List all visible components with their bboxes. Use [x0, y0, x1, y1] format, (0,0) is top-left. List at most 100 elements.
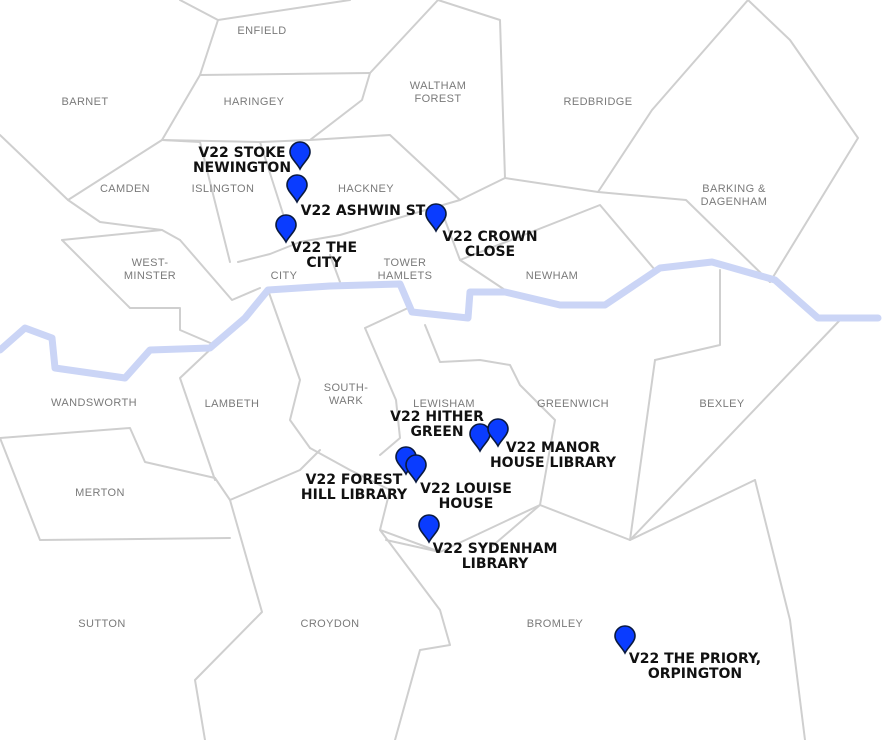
borough-label-line: HAMLETS	[378, 270, 433, 282]
borough-label-line: ENFIELD	[237, 25, 286, 37]
borough-label-line: WEST-	[132, 257, 169, 269]
borough-label-barking-dagenham: BARKING &DAGENHAM	[701, 183, 768, 208]
borough-label-line: MERTON	[75, 487, 125, 499]
venue-the-priory-orpington[interactable]: V22 THE PRIORY,ORPINGTON	[614, 625, 761, 682]
venue-label-line: CITY	[306, 255, 342, 271]
venue-label-line: ORPINGTON	[648, 666, 742, 682]
map-pin-icon[interactable]	[275, 214, 297, 244]
borough-label-hackney: HACKNEY	[338, 183, 394, 195]
borough-label-line: CITY	[271, 270, 298, 282]
borough-label-line: LAMBETH	[205, 398, 260, 410]
borough-label-line: SUTTON	[78, 618, 125, 630]
venue-label-line: CLOSE	[465, 244, 515, 260]
venue-label-line: NEWINGTON	[193, 160, 291, 176]
venue-label-line: V22 THE	[291, 240, 357, 256]
borough-label-line: NEWHAM	[526, 270, 579, 282]
borough-label-line: MINSTER	[124, 270, 176, 282]
venue-label-line: V22 LOUISE	[420, 481, 512, 497]
borough-label-line: REDBRIDGE	[564, 96, 633, 108]
borough-label-line: DAGENHAM	[701, 196, 768, 208]
venue-label: V22 THE PRIORY,ORPINGTON	[629, 651, 761, 682]
borough-label-line: CROYDON	[300, 618, 359, 630]
borough-label-greenwich: GREENWICH	[537, 398, 609, 410]
borough-label-lambeth: LAMBETH	[205, 398, 260, 410]
borough-label-wandsworth: WANDSWORTH	[51, 397, 137, 409]
borough-label-line: WALTHAM	[410, 80, 467, 92]
borough-label-westminster: WEST-MINSTER	[124, 257, 176, 282]
borough-label-line: HARINGEY	[224, 96, 285, 108]
borough-label-enfield: ENFIELD	[237, 25, 286, 37]
borough-label-lewisham: LEWISHAM	[413, 398, 475, 410]
venue-label: V22 ASHWIN ST	[301, 203, 426, 219]
borough-label-line: LEWISHAM	[413, 398, 475, 410]
venue-label-line: HILL LIBRARY	[301, 487, 408, 503]
borough-label-line: BEXLEY	[699, 398, 744, 410]
venue-label-line: V22 THE PRIORY,	[629, 651, 761, 667]
map-pin-icon[interactable]	[614, 625, 636, 655]
map-pin-icon[interactable]	[425, 203, 447, 233]
borough-label-croydon: CROYDON	[300, 618, 359, 630]
map-pin-icon[interactable]	[487, 418, 509, 448]
borough-label-line: HACKNEY	[338, 183, 394, 195]
river-thames	[0, 258, 882, 382]
borough-label-bromley: BROMLEY	[527, 618, 584, 630]
borough-label-newham: NEWHAM	[526, 270, 579, 282]
borough-label-line: BARNET	[61, 96, 108, 108]
borough-label-line: ISLINGTON	[192, 183, 255, 195]
borough-label-camden: CAMDEN	[100, 183, 150, 195]
venue-label-line: V22 FOREST	[306, 472, 403, 488]
map-pin-icon[interactable]	[418, 514, 440, 544]
borough-label-line: FOREST	[414, 93, 461, 105]
borough-label-line: CAMDEN	[100, 183, 150, 195]
venue-label-line: HOUSE LIBRARY	[490, 455, 617, 471]
borough-label-line: GREENWICH	[537, 398, 609, 410]
venue-label-line: V22 MANOR	[506, 440, 601, 456]
borough-label-barnet: BARNET	[61, 96, 108, 108]
map-pin-icon[interactable]	[289, 141, 311, 171]
map-pin-icon[interactable]	[469, 423, 491, 453]
venue-label-line: V22 STOKE	[198, 145, 285, 161]
borough-label-merton: MERTON	[75, 487, 125, 499]
venue-label-line: V22 CROWN	[442, 229, 537, 245]
borough-label-haringey: HARINGEY	[224, 96, 285, 108]
map-pin-icon[interactable]	[405, 454, 427, 484]
borough-borders	[0, 0, 859, 740]
borough-label-line: WANDSWORTH	[51, 397, 137, 409]
venue-label-line: GREEN	[410, 424, 463, 440]
borough-label-line: TOWER	[384, 257, 427, 269]
venue-label-line: V22 SYDENHAM	[433, 541, 558, 557]
borough-label-line: BARKING &	[702, 183, 766, 195]
borough-label-bexley: BEXLEY	[699, 398, 744, 410]
borough-label-line: SOUTH-	[324, 382, 369, 394]
venue-label-line: LIBRARY	[462, 556, 529, 572]
map-pin-icon[interactable]	[286, 174, 308, 204]
venue-ashwin-st[interactable]: V22 ASHWIN ST	[286, 174, 426, 219]
venue-label-line: V22 HITHER	[390, 409, 484, 425]
borough-label-city: CITY	[271, 270, 298, 282]
borough-label-southwark: SOUTH-WARK	[324, 382, 369, 407]
borough-label-redbridge: REDBRIDGE	[564, 96, 633, 108]
venue-label-line: HOUSE	[439, 496, 494, 512]
borough-label-line: BROMLEY	[527, 618, 584, 630]
